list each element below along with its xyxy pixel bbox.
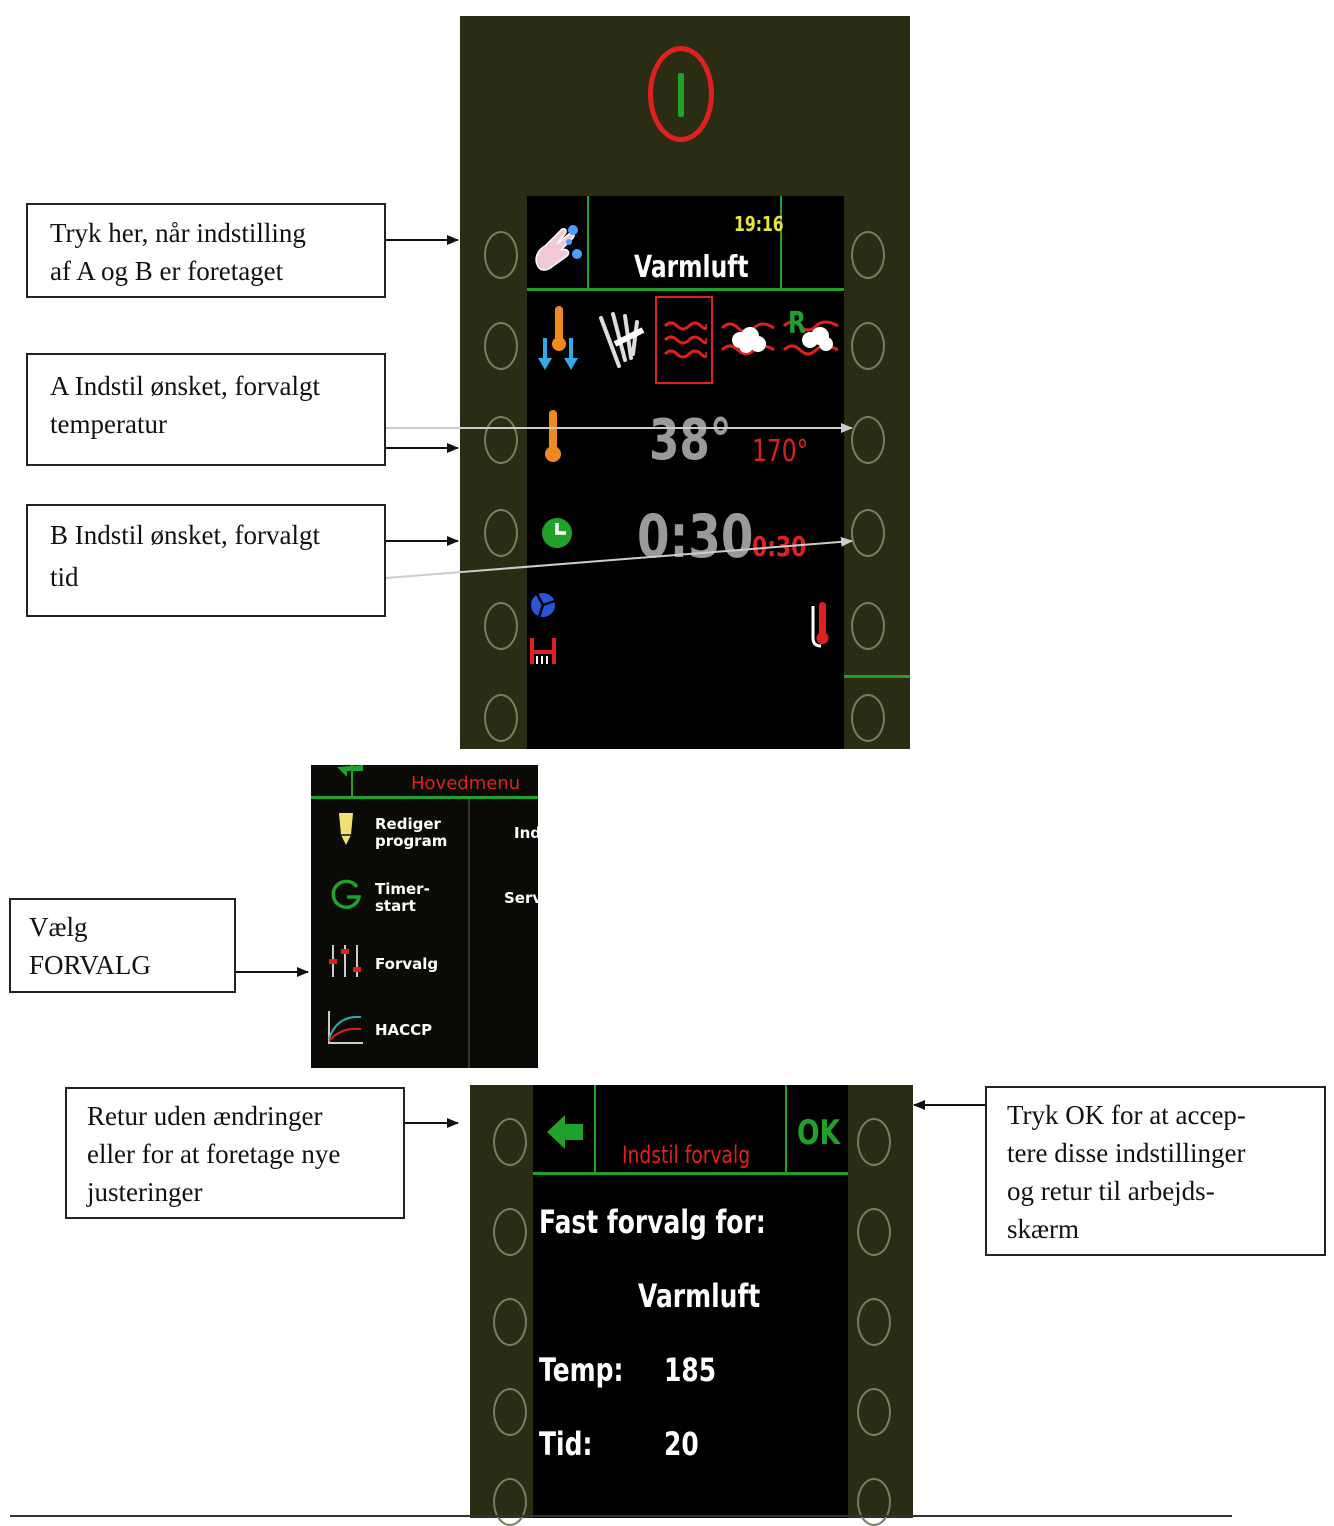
- temperature-value[interactable]: 38°: [649, 408, 732, 473]
- regenerate-mode-button[interactable]: R: [782, 306, 842, 368]
- power-icon: [678, 73, 684, 117]
- preset-mode: Varmluft: [638, 1277, 761, 1315]
- steam-icon[interactable]: [720, 316, 776, 366]
- side-button-right-5[interactable]: [851, 602, 885, 650]
- panel-divider: [843, 675, 910, 678]
- side-button-left-4[interactable]: [484, 509, 518, 557]
- main-menu-title: Hovedmenu: [411, 773, 521, 794]
- callout-time: B Indstil ønsket, forvalgt tid: [26, 504, 386, 617]
- preset-side-button-right-3[interactable]: [857, 1298, 891, 1346]
- preset-side-button-right-2[interactable]: [857, 1208, 891, 1256]
- main-menu-screen: Hovedmenu Rediger program Timer- start F…: [311, 765, 542, 1068]
- edit-program-icon[interactable]: [335, 811, 357, 847]
- clock: 19:16: [734, 212, 784, 236]
- side-button-left-3[interactable]: [484, 416, 518, 464]
- back-arrow-icon[interactable]: [335, 765, 365, 779]
- thermometer-icon: [545, 410, 561, 462]
- regenerate-icon: [782, 320, 839, 356]
- fan-icon: [531, 593, 556, 618]
- regenerate-letter: R: [788, 306, 807, 341]
- menu-item-preset[interactable]: Forvalg: [375, 955, 439, 973]
- callout-confirm: Tryk her, når indstilling af A og B er f…: [26, 203, 386, 298]
- back-arrow-icon[interactable]: [545, 1113, 585, 1151]
- heater-icon: [530, 638, 556, 664]
- temperature-preset: 170°: [752, 434, 809, 469]
- menu-item-serv[interactable]: Serv: [504, 889, 543, 907]
- preset-heading: Fast forvalg for:: [539, 1203, 766, 1241]
- temp-preset-value[interactable]: 185: [664, 1351, 717, 1389]
- arrow-time-right: [385, 536, 853, 579]
- hot-air-mode-button[interactable]: [655, 296, 713, 384]
- cleaning-icon[interactable]: [595, 308, 649, 368]
- clock-icon: [542, 518, 572, 548]
- hot-air-icon: [663, 321, 707, 359]
- hand-icon[interactable]: [531, 216, 583, 276]
- page-rule: [10, 1515, 1232, 1517]
- timer-start-icon[interactable]: [329, 877, 363, 911]
- menu-item-haccp[interactable]: HACCP: [375, 1021, 433, 1039]
- callout-back: Retur uden ændringer eller for at foreta…: [65, 1087, 405, 1219]
- callout-temperature: A Indstil ønsket, forvalgt temperatur: [26, 353, 386, 466]
- menu-item-ind[interactable]: Ind: [514, 824, 541, 842]
- side-button-left-1[interactable]: [484, 231, 518, 279]
- time-value[interactable]: 0:30: [637, 502, 754, 572]
- core-probe-icon: [811, 602, 829, 648]
- cool-down-icon[interactable]: [537, 304, 581, 376]
- oven-screen: 19:16 Varmluft R 38° 170°: [527, 196, 844, 749]
- ok-button[interactable]: OK: [797, 1113, 841, 1153]
- side-button-right-3[interactable]: [851, 416, 885, 464]
- mode-title: Varmluft: [634, 250, 749, 285]
- menu-item-edit-program[interactable]: Rediger program: [375, 815, 448, 850]
- side-button-right-4[interactable]: [851, 509, 885, 557]
- time-label: Tid:: [539, 1425, 593, 1463]
- preset-sliders-icon[interactable]: [327, 943, 363, 979]
- preset-title: Indstil forvalg: [622, 1141, 751, 1169]
- side-button-right-6[interactable]: [851, 694, 885, 742]
- preset-side-button-left-3[interactable]: [493, 1298, 527, 1346]
- haccp-chart-icon[interactable]: [327, 1009, 363, 1045]
- preset-side-button-left-4[interactable]: [493, 1388, 527, 1436]
- power-button[interactable]: [648, 46, 714, 142]
- callout-select-preset: Vælg FORVALG: [9, 898, 236, 993]
- side-button-left-2[interactable]: [484, 322, 518, 370]
- preset-side-button-right-1[interactable]: [857, 1118, 891, 1166]
- side-button-right-2[interactable]: [851, 322, 885, 370]
- side-button-right-1[interactable]: [851, 231, 885, 279]
- menu-item-timer-start[interactable]: Timer- start: [375, 880, 430, 915]
- preset-side-button-left-2[interactable]: [493, 1208, 527, 1256]
- side-button-left-6[interactable]: [484, 694, 518, 742]
- preset-side-button-right-4[interactable]: [857, 1388, 891, 1436]
- preset-screen: Indstil forvalg OK Fast forvalg for: Var…: [533, 1085, 848, 1518]
- time-preset-value[interactable]: 20: [664, 1425, 699, 1463]
- preset-side-button-left-1[interactable]: [493, 1118, 527, 1166]
- temp-label: Temp:: [539, 1351, 624, 1389]
- side-button-left-5[interactable]: [484, 602, 518, 650]
- callout-ok: Tryk OK for at accep- tere disse indstil…: [985, 1086, 1326, 1256]
